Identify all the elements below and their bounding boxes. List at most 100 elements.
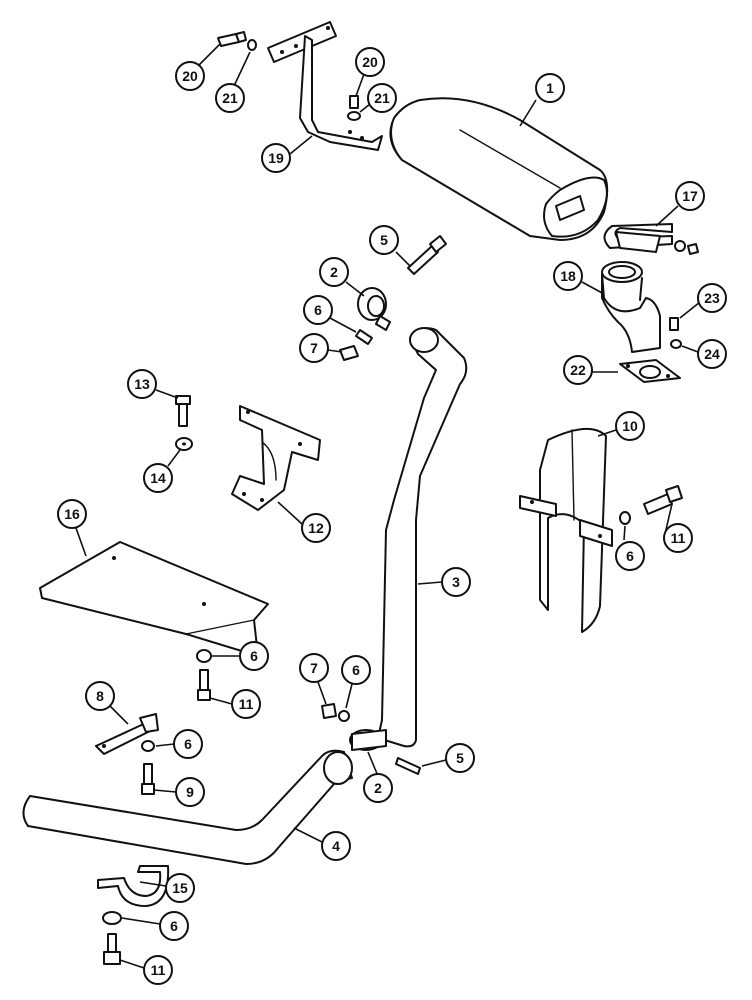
callout-label: 22: [570, 362, 586, 378]
callout-22: 22: [563, 355, 618, 385]
clamp-2-top: [357, 287, 391, 331]
bolt-23: [669, 317, 679, 331]
bolt-20-mid: [349, 95, 359, 109]
bolt-20-top: [217, 31, 247, 47]
callout-label: 21: [222, 90, 238, 106]
washer-6-right: [619, 511, 631, 525]
callout-5-bottom: 5: [421, 743, 475, 773]
callout-16: 16: [57, 499, 87, 557]
callouts: 1 2 2 3 4 5 5: [57, 43, 727, 985]
bolt-11-plate: [197, 669, 211, 701]
exhaust-elbow: [601, 261, 661, 353]
washer-6-plate: [196, 649, 212, 663]
bolt-9: [141, 763, 155, 795]
callout-label: 21: [374, 90, 390, 106]
small-bracket: [95, 713, 159, 755]
pipe-clamp: [97, 865, 170, 907]
bolt-5-bottom: [395, 757, 421, 775]
callout-label: 14: [150, 470, 166, 486]
callout-2-top: 2: [319, 257, 365, 297]
callout-2-bottom: 2: [363, 751, 393, 803]
callout-label: 1: [546, 80, 554, 96]
muffler-bracket: [267, 21, 383, 151]
callout-9: 9: [153, 777, 205, 807]
washer-21-top: [247, 39, 257, 51]
callout-label: 6: [626, 548, 634, 564]
callout-label: 18: [560, 268, 576, 284]
callout-20-a: 20: [175, 43, 221, 91]
callout-label: 5: [456, 750, 464, 766]
callout-label: 11: [671, 530, 686, 546]
callout-label: 6: [250, 648, 258, 664]
callout-14: 14: [143, 449, 181, 493]
callout-label: 20: [182, 68, 198, 84]
washer-6-clamp: [102, 911, 122, 925]
heat-shield: [519, 427, 613, 633]
callout-11-b: 11: [209, 689, 261, 719]
bolt-13: [175, 395, 191, 427]
callout-17: 17: [655, 181, 705, 227]
step-plate: [39, 541, 269, 657]
nut-7-top: [339, 345, 359, 361]
callout-13: 13: [127, 369, 179, 399]
spacer-6-top: [355, 329, 373, 345]
callout-6-e: 6: [155, 729, 203, 759]
callout-6-f: 6: [121, 911, 189, 941]
callout-label: 11: [151, 962, 166, 978]
callout-15: 15: [139, 873, 195, 903]
callout-11-c: 11: [119, 955, 173, 985]
callout-21-b: 21: [359, 83, 397, 113]
callout-8: 8: [85, 681, 129, 725]
muffler: [389, 97, 609, 241]
angle-bracket: [231, 405, 321, 511]
callout-label: 17: [682, 188, 698, 204]
callout-1: 1: [519, 73, 565, 127]
washer-21-mid: [347, 111, 361, 121]
callout-21-a: 21: [215, 51, 251, 113]
washer-6-bottom-mid: [338, 710, 350, 722]
callout-label: 9: [186, 784, 194, 800]
washer-24: [670, 339, 682, 349]
callout-label: 5: [380, 232, 388, 248]
callout-19: 19: [261, 135, 313, 173]
callout-label: 3: [452, 574, 460, 590]
bolt-5-top: [407, 235, 447, 275]
callout-label: 20: [362, 54, 378, 70]
bolt-11-right: [643, 485, 683, 515]
callout-11-a: 11: [663, 503, 693, 553]
nut-7-bottom: [321, 703, 337, 719]
callout-label: 7: [310, 340, 318, 356]
exhaust-pipe-lower: [22, 749, 353, 865]
callout-label: 6: [170, 918, 178, 934]
callout-7-b: 7: [299, 653, 329, 705]
callout-4: 4: [293, 827, 351, 861]
u-bolt-clamp: [603, 223, 699, 255]
callout-label: 24: [704, 346, 720, 362]
callout-label: 6: [352, 662, 360, 678]
callout-20-b: 20: [355, 47, 385, 97]
callout-label: 12: [308, 520, 324, 536]
callout-3: 3: [417, 567, 471, 597]
callout-12: 12: [277, 501, 331, 543]
callout-label: 6: [314, 302, 322, 318]
callout-6-c: 6: [212, 641, 269, 671]
callout-label: 16: [64, 506, 80, 522]
callout-6-b: 6: [615, 525, 645, 571]
callout-5-top: 5: [369, 225, 411, 267]
callout-label: 6: [184, 736, 192, 752]
callout-7-a: 7: [299, 333, 343, 363]
callout-label: 4: [332, 838, 340, 854]
flange-gasket: [619, 359, 681, 383]
bolt-11-clamp: [103, 933, 121, 965]
callout-label: 2: [374, 780, 382, 796]
callout-label: 19: [268, 150, 284, 166]
exhaust-pipe-vertical: [377, 327, 468, 748]
callout-label: 10: [622, 418, 638, 434]
clamp-2-bottom: [349, 729, 387, 751]
callout-6-d: 6: [341, 655, 371, 709]
callout-label: 7: [310, 660, 318, 676]
callout-10: 10: [597, 411, 645, 441]
callout-label: 2: [330, 264, 338, 280]
washer-6-bracket: [141, 740, 155, 752]
